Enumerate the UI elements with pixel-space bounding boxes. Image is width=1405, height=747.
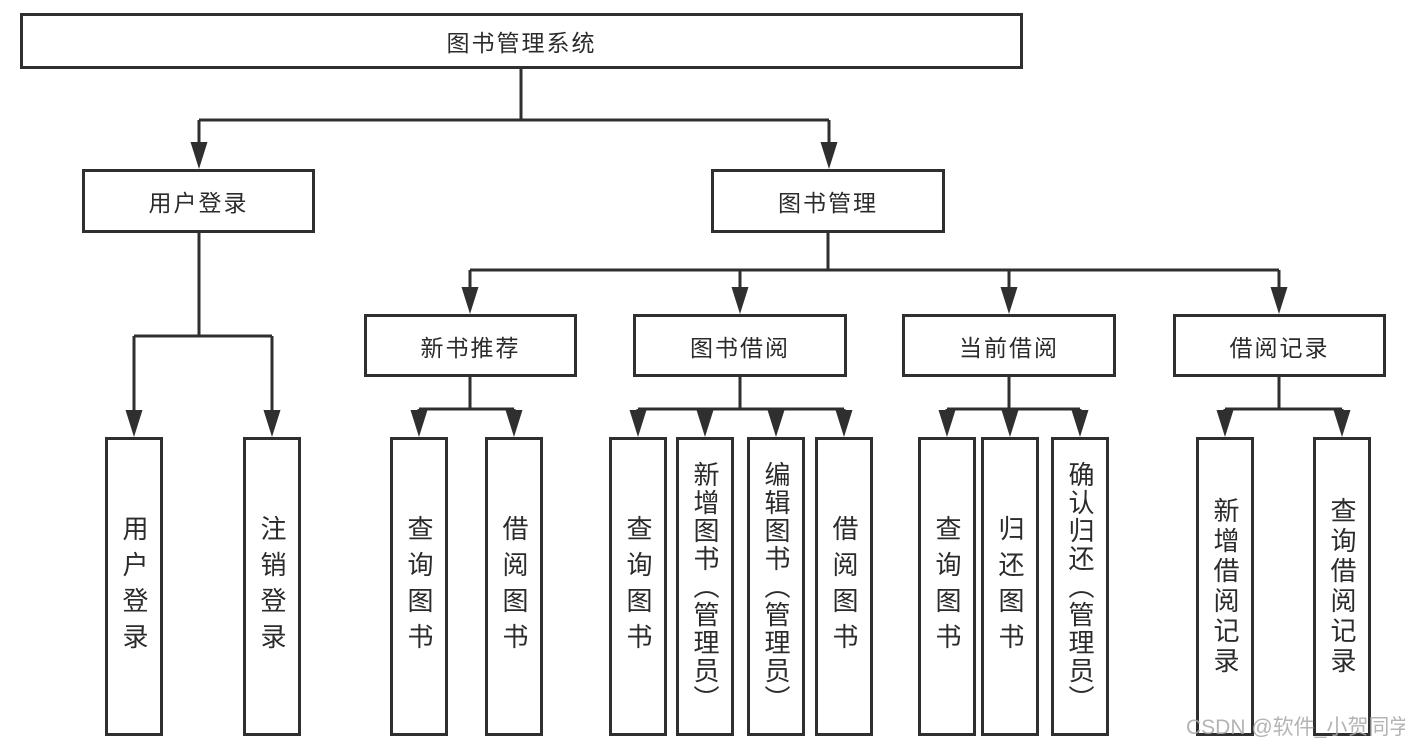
- leaf-confirm-return-admin: 确认归还（管理员）: [1051, 437, 1109, 736]
- leaf-logout-label: 注销登录: [257, 514, 287, 659]
- node-user-login-branch-label: 用户登录: [148, 190, 249, 216]
- leaf-borrow-books-2-label: 借阅图书: [829, 514, 859, 659]
- node-root-label: 图书管理系统: [446, 30, 597, 56]
- leaf-query-borrow-record-label: 查询借阅记录: [1327, 496, 1357, 677]
- node-book-management-branch-label: 图书管理: [778, 190, 878, 216]
- leaf-query-books-3: 查询图书: [918, 437, 976, 736]
- node-new-book-recommend: 新书推荐: [364, 314, 577, 377]
- leaf-user-login: 用户登录: [105, 437, 163, 736]
- node-book-management-branch: 图书管理: [711, 169, 945, 233]
- leaf-edit-book-admin-label: 编辑图书（管理员）: [761, 460, 791, 713]
- leaf-logout: 注销登录: [243, 437, 301, 736]
- node-root: 图书管理系统: [20, 13, 1023, 69]
- leaf-query-books-2-label: 查询图书: [623, 514, 653, 659]
- node-borrow-records-label: 借阅记录: [1229, 334, 1330, 361]
- leaf-borrow-books-1-label: 借阅图书: [499, 514, 529, 659]
- leaf-return-book-label: 归还图书: [995, 514, 1025, 659]
- leaf-query-books-1: 查询图书: [390, 437, 448, 736]
- csdn-watermark: CSDN @软件_小贺同学: [1186, 716, 1405, 739]
- node-current-borrowing: 当前借阅: [902, 314, 1116, 377]
- node-book-borrowing-label: 图书借阅: [690, 334, 790, 361]
- leaf-user-login-label: 用户登录: [119, 514, 149, 659]
- node-new-book-recommend-label: 新书推荐: [420, 334, 521, 361]
- leaf-borrow-books-1: 借阅图书: [485, 437, 543, 736]
- arrowheads: [125, 142, 1351, 437]
- node-borrow-records: 借阅记录: [1173, 314, 1386, 377]
- leaf-add-borrow-record-label: 新增借阅记录: [1210, 496, 1240, 677]
- leaf-query-borrow-record: 查询借阅记录: [1313, 437, 1371, 736]
- leaf-query-books-2: 查询图书: [609, 437, 667, 736]
- leaf-query-books-3-label: 查询图书: [932, 514, 962, 659]
- leaf-edit-book-admin: 编辑图书（管理员）: [747, 437, 805, 736]
- node-current-borrowing-label: 当前借阅: [959, 334, 1059, 361]
- node-book-borrowing: 图书借阅: [633, 314, 847, 377]
- leaf-confirm-return-admin-label: 确认归还（管理员）: [1065, 460, 1095, 713]
- leaf-query-books-1-label: 查询图书: [404, 514, 434, 659]
- leaf-add-book-admin: 新增图书（管理员）: [676, 437, 734, 736]
- node-user-login-branch: 用户登录: [82, 169, 315, 233]
- leaf-return-book: 归还图书: [981, 437, 1039, 736]
- leaf-add-book-admin-label: 新增图书（管理员）: [690, 460, 720, 713]
- leaf-add-borrow-record: 新增借阅记录: [1196, 437, 1254, 736]
- leaf-borrow-books-2: 借阅图书: [815, 437, 873, 736]
